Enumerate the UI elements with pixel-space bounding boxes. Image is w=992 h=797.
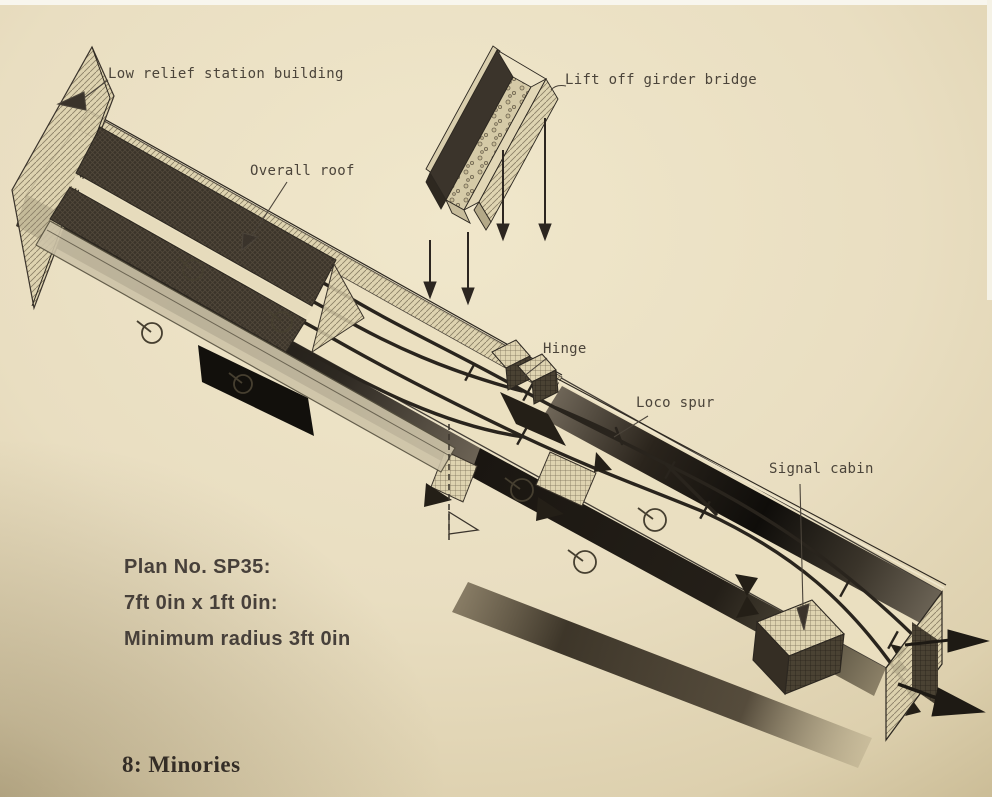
label-girder-bridge: Lift off girder bridge: [565, 72, 758, 88]
plan-radius: Minimum radius 3ft 0in: [124, 628, 351, 650]
label-station-building: Low relief station building: [108, 66, 344, 82]
main-track-2: [316, 328, 910, 690]
label-hinge: Hinge: [543, 341, 587, 357]
baseboard-joint: [448, 424, 480, 540]
label-overall-roof: Overall roof: [250, 163, 355, 179]
board-shadow: [452, 582, 872, 768]
roof-vents: [136, 257, 293, 394]
point-marks: [464, 362, 899, 650]
platform-track-4: [301, 347, 526, 439]
bridge-drop-arrows: [423, 118, 552, 306]
hinge-shadow: [500, 392, 566, 446]
overall-roof-drawing: [35, 126, 456, 473]
signal-cabin-drawing: [752, 599, 845, 696]
label-loco-spur: Loco spur: [636, 395, 715, 411]
girder-bridge-drawing: [425, 45, 559, 231]
leader-lines: [56, 79, 810, 631]
plan-size: 7ft 0in x 1ft 0in:: [124, 592, 278, 614]
main-track-1: [343, 293, 932, 654]
plan-number: Plan No. SP35:: [124, 556, 271, 578]
glazed-canopy: [35, 220, 456, 473]
loco-spur-track: [554, 406, 620, 438]
platform-ramp: [535, 451, 597, 507]
signal-circles: [504, 477, 667, 574]
figure-caption: 8: Minories: [122, 752, 241, 777]
label-signal-cabin: Signal cabin: [769, 461, 874, 477]
exit-arrows: [897, 629, 990, 717]
hinge-blocks: [491, 339, 559, 405]
roof-gable: [311, 262, 365, 354]
plan-info-block: Plan No. SP35: 7ft 0in x 1ft 0in: Minimu…: [124, 549, 351, 657]
